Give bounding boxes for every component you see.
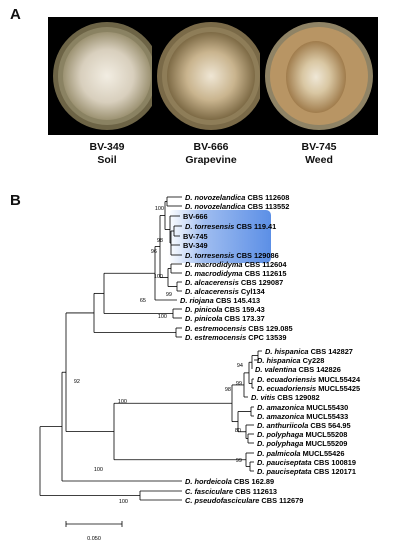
bootstrap-value: 99 bbox=[236, 381, 242, 387]
taxon-label: D. anthuriicola CBS 564.95 bbox=[257, 421, 351, 430]
taxon-label: D. polyphaga MUCL55208 bbox=[257, 430, 347, 439]
taxon-label: D. macrodidyma CBS 112615 bbox=[185, 269, 286, 278]
isolate-code: BV-349 bbox=[89, 141, 125, 153]
bootstrap-value: 94 bbox=[237, 363, 243, 369]
mycelium-colony bbox=[63, 32, 151, 120]
isolate-host: Soil bbox=[97, 154, 117, 166]
bootstrap-value: 99 bbox=[236, 458, 242, 464]
bootstrap-value: 80 bbox=[235, 428, 241, 434]
isolate-host: Weed bbox=[305, 154, 333, 166]
isolate-code: BV-745 bbox=[301, 141, 337, 153]
bootstrap-value: 100 bbox=[155, 206, 164, 212]
taxon-label: D. ecuadoriensis MUCL55425 bbox=[257, 384, 360, 393]
taxon-label: D. hordeicola CBS 162.89 bbox=[185, 477, 274, 486]
taxon-label: D. estremocensis CBS 129.085 bbox=[185, 324, 293, 333]
taxon-label: D. vitis CBS 129082 bbox=[251, 393, 320, 402]
taxon-label: D. torresensis CBS 129086 bbox=[185, 251, 279, 260]
taxon-label: C. fasciculare CBS 112613 bbox=[185, 487, 277, 496]
bootstrap-value: 65 bbox=[140, 298, 146, 304]
culture-photo-bv745 bbox=[260, 17, 378, 135]
taxon-label: D. polyphaga MUCL55209 bbox=[257, 439, 347, 448]
mycelium-colony bbox=[167, 32, 255, 120]
bootstrap-value: 92 bbox=[74, 379, 80, 385]
caption-bv666: BV-666 Grapevine bbox=[152, 141, 270, 167]
bootstrap-value: 100 bbox=[154, 274, 163, 280]
bootstrap-value: 100 bbox=[94, 467, 103, 473]
taxon-label: D. torresensis CBS 119.41 bbox=[185, 222, 276, 231]
taxon-label: D. macrodidyma CBS 112604 bbox=[185, 260, 287, 269]
bootstrap-value: 100 bbox=[118, 399, 127, 405]
petri-dish-2 bbox=[157, 22, 265, 130]
taxon-label: BV-745 bbox=[183, 232, 208, 241]
petri-dish-1 bbox=[53, 22, 161, 130]
taxon-label: D. amazonica MUCL55433 bbox=[257, 412, 348, 421]
taxon-label: D. pauciseptata CBS 100819 bbox=[257, 458, 356, 467]
caption-bv745: BV-745 Weed bbox=[260, 141, 378, 167]
taxon-label: D. estremocensis CPC 13539 bbox=[185, 333, 286, 342]
bootstrap-value: 98 bbox=[157, 238, 163, 244]
taxon-label: D. amazonica MUCL55430 bbox=[257, 403, 348, 412]
taxon-label: BV-666 bbox=[183, 212, 208, 221]
petri-dish-3 bbox=[265, 22, 373, 130]
panel-a-label: A bbox=[10, 6, 21, 23]
taxon-label: D. alcacerensis CBS 129087 bbox=[185, 278, 283, 287]
bootstrap-value: 98 bbox=[225, 387, 231, 393]
taxon-label: D. hispanica Cy228 bbox=[257, 356, 324, 365]
taxon-label: D. pauciseptata CBS 120171 bbox=[257, 467, 356, 476]
bootstrap-value: 96 bbox=[151, 249, 157, 255]
taxon-label: D. novozelandica CBS 113552 bbox=[185, 202, 289, 211]
highlight-box bbox=[168, 210, 271, 263]
culture-photo-bv666 bbox=[152, 17, 270, 135]
bootstrap-value: 99 bbox=[166, 292, 172, 298]
caption-bv349: BV-349 Soil bbox=[48, 141, 166, 167]
isolate-host: Grapevine bbox=[185, 154, 237, 166]
bootstrap-value: 100 bbox=[158, 314, 167, 320]
taxon-label: D. pinicola CBS 159.43 bbox=[185, 305, 265, 314]
taxon-label: BV-349 bbox=[183, 241, 208, 250]
isolate-code: BV-666 bbox=[193, 141, 229, 153]
taxon-label: D. hispanica CBS 142827 bbox=[265, 347, 353, 356]
taxon-label: D. pinicola CBS 173.37 bbox=[185, 314, 265, 323]
taxon-label: D. novozelandica CBS 112608 bbox=[185, 193, 289, 202]
taxon-label: C. pseudofasciculare CBS 112679 bbox=[185, 496, 303, 505]
taxon-label: D. alcacerensis Cyl134 bbox=[185, 287, 266, 296]
taxon-label: D. palmicola MUCL55426 bbox=[257, 449, 345, 458]
mycelium-colony bbox=[286, 41, 346, 113]
bootstrap-value: 100 bbox=[119, 499, 128, 505]
panel-b-label: B bbox=[10, 192, 21, 209]
culture-photo-bv349 bbox=[48, 17, 166, 135]
scale-bar-label: 0.050 bbox=[87, 536, 101, 542]
taxon-label: D. riojana CBS 145.413 bbox=[180, 296, 260, 305]
taxon-label: D. valentina CBS 142826 bbox=[255, 365, 341, 374]
taxon-label: D. ecuadoriensis MUCL55424 bbox=[257, 375, 361, 384]
